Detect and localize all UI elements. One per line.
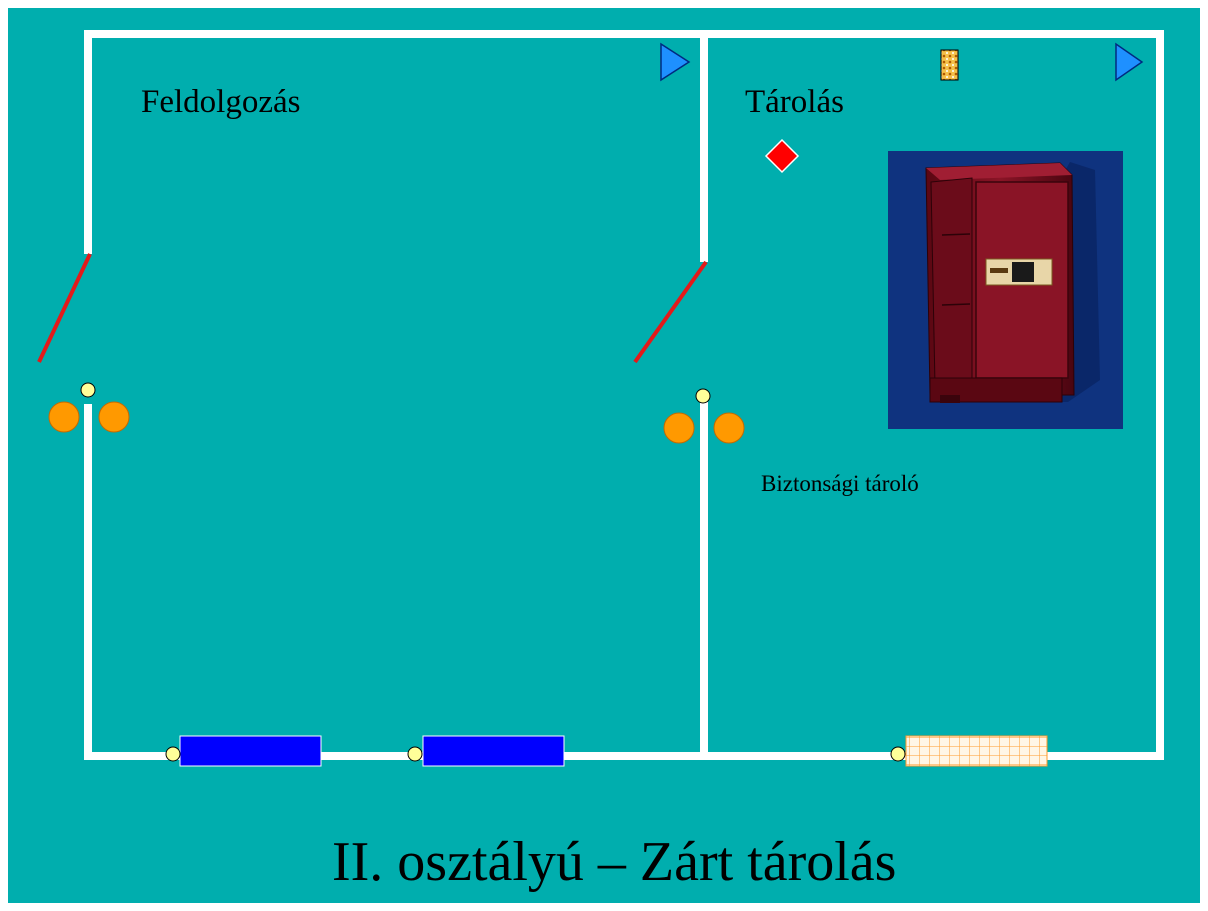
safe-image bbox=[888, 151, 1123, 429]
window-2 bbox=[422, 735, 565, 767]
orange-circle-sensor-icon bbox=[48, 401, 80, 433]
dotted-sensor-icon bbox=[940, 49, 959, 81]
orange-circle-sensor-icon bbox=[98, 401, 130, 433]
room-label-processing: Feldolgozás bbox=[141, 84, 300, 120]
diagram-background bbox=[8, 8, 1200, 903]
orange-circle-sensor-icon bbox=[663, 412, 695, 444]
window-contact-icon bbox=[407, 746, 423, 762]
diamond-alarm-icon bbox=[764, 138, 800, 174]
safe-caption: Biztonsági tároló bbox=[761, 471, 919, 496]
door-processing bbox=[37, 253, 92, 363]
window-contact-icon bbox=[165, 746, 181, 762]
page-title: II. osztályú – Zárt tárolás bbox=[332, 831, 896, 893]
room-label-storage: Tárolás bbox=[745, 84, 844, 120]
orange-circle-sensor-icon bbox=[713, 412, 745, 444]
door-storage bbox=[633, 260, 708, 364]
window-contact-icon bbox=[890, 746, 906, 762]
grid-window-icon bbox=[905, 735, 1048, 767]
door-contact-icon bbox=[695, 388, 711, 404]
door-contact-icon bbox=[80, 382, 96, 398]
triangle-camera-icon bbox=[1115, 42, 1144, 82]
triangle-camera-icon bbox=[660, 42, 691, 82]
window-1 bbox=[179, 735, 322, 767]
